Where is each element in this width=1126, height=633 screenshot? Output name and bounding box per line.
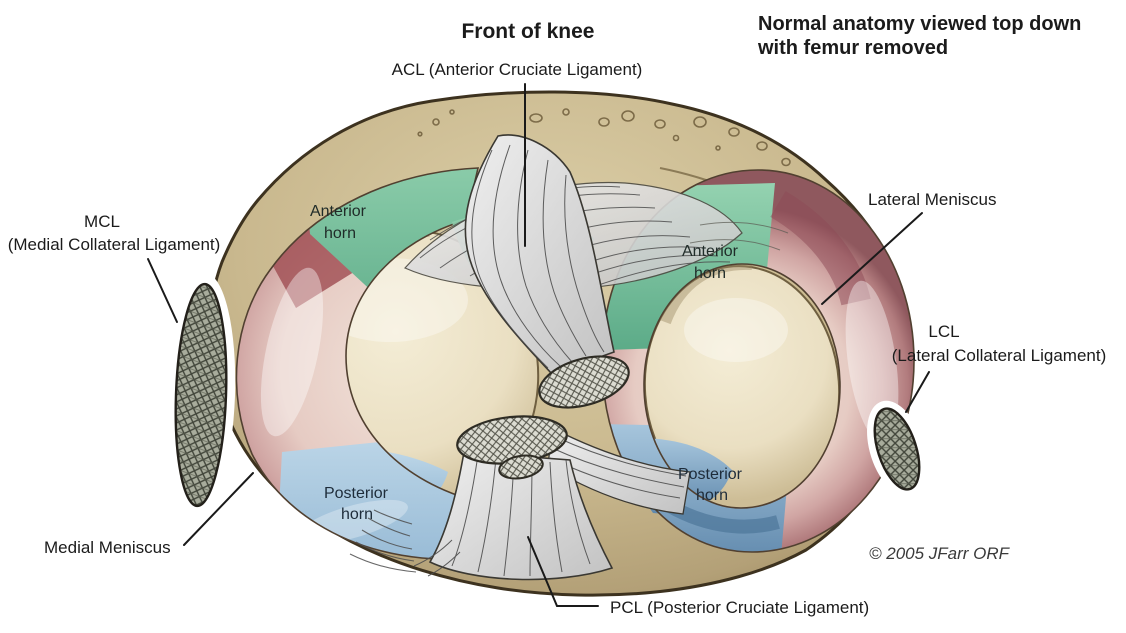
lcl-ligament <box>867 400 927 498</box>
medial-anterior-horn-label-line1: Anterior <box>310 203 367 220</box>
front-of-knee-label: Front of knee <box>461 20 594 43</box>
acl-bundle <box>464 134 630 409</box>
medial-posterior-horn-label-line2: horn <box>341 506 373 523</box>
posterior-connector-fibers <box>547 426 691 515</box>
mcl-ligament <box>166 273 236 517</box>
acl-cut-stump <box>538 355 630 409</box>
mcl-leader-line <box>147 258 178 323</box>
medial-meniscus-label: Medial Meniscus <box>44 538 171 557</box>
medial-anterior-horn-label-line2: horn <box>324 225 356 242</box>
mcl-abbr-label: MCL <box>84 212 120 231</box>
lcl-abbr-label: LCL <box>928 322 959 341</box>
title-line2: with femur removed <box>757 37 948 59</box>
acl-label: ACL (Anterior Cruciate Ligament) <box>392 60 643 79</box>
pcl-trunk <box>413 415 614 581</box>
mcl-full-label: (Medial Collateral Ligament) <box>8 235 221 254</box>
pcl-small-stump <box>498 454 544 480</box>
lcl-full-label: (Lateral Collateral Ligament) <box>892 346 1107 365</box>
lateral-meniscus-leader-line <box>821 212 923 305</box>
lcl-leader-line <box>905 371 930 413</box>
lateral-anterior-horn-label-line1: Anterior <box>682 243 739 260</box>
bottom-left-fiber-tuft <box>349 509 417 573</box>
lateral-horn-fiber-arcs <box>689 221 789 251</box>
medial-posterior-horn-label-line1: Posterior <box>324 485 389 502</box>
pcl-leader-line <box>527 536 599 607</box>
pcl-label: PCL (Posterior Cruciate Ligament) <box>610 598 869 617</box>
lateral-posterior-horn-label-line1: Posterior <box>678 466 743 483</box>
lateral-anterior-horn-label-line2: horn <box>694 265 726 282</box>
medial-meniscus-leader-line <box>183 472 254 546</box>
title-line1: Normal anatomy viewed top down <box>758 13 1081 35</box>
lateral-posterior-horn-label-line2: horn <box>696 487 728 504</box>
lateral-meniscus-label: Lateral Meniscus <box>868 190 997 209</box>
copyright-label: © 2005 JFarr ORF <box>869 544 1011 563</box>
